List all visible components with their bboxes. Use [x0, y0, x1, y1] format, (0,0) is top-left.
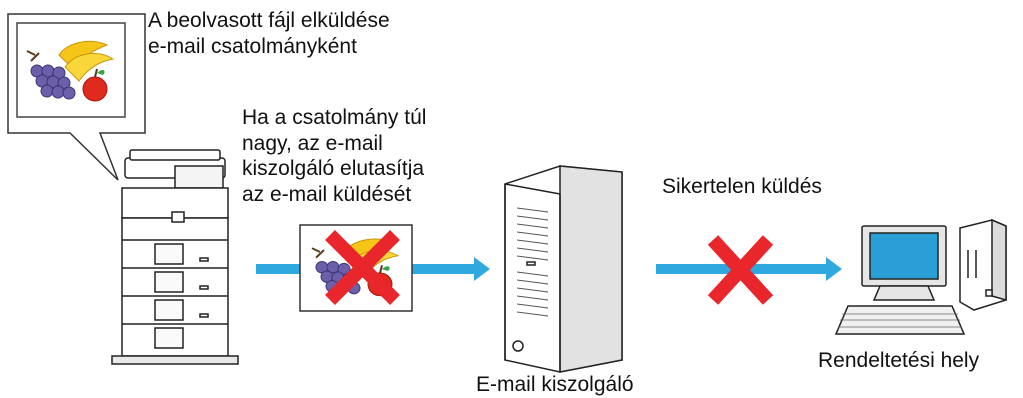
desktop-pc-icon — [834, 218, 1007, 335]
send-caption-line-1: A beolvasott fájl elküldése — [148, 9, 390, 32]
send-caption-line-2: e-mail csatolmányként — [148, 34, 357, 58]
send-caption: A beolvasott fájl elküldése e-mail csato… — [148, 8, 390, 59]
reject-caption-line-2: nagy, az e-mail — [242, 131, 383, 155]
mfp-printer-icon — [111, 149, 239, 365]
reject-caption-line-1: Ha a csatolmány túl — [242, 106, 427, 129]
email-server-label: E-mail kiszolgáló — [476, 373, 634, 396]
reject-caption-line-4: az e-mail küldését — [242, 182, 412, 206]
failed-send-label: Sikertelen küldés — [662, 175, 822, 198]
destination-label: Rendeltetési hely — [818, 349, 980, 372]
tower-server-icon — [504, 165, 623, 373]
red-x-icon — [325, 230, 400, 305]
reject-caption-line-3: kiszolgáló elutasítja — [242, 157, 425, 180]
reject-caption: Ha a csatolmány túl nagy, az e-mail kisz… — [242, 105, 426, 207]
fruit-image-icon — [16, 22, 126, 118]
red-x-icon — [707, 235, 774, 305]
